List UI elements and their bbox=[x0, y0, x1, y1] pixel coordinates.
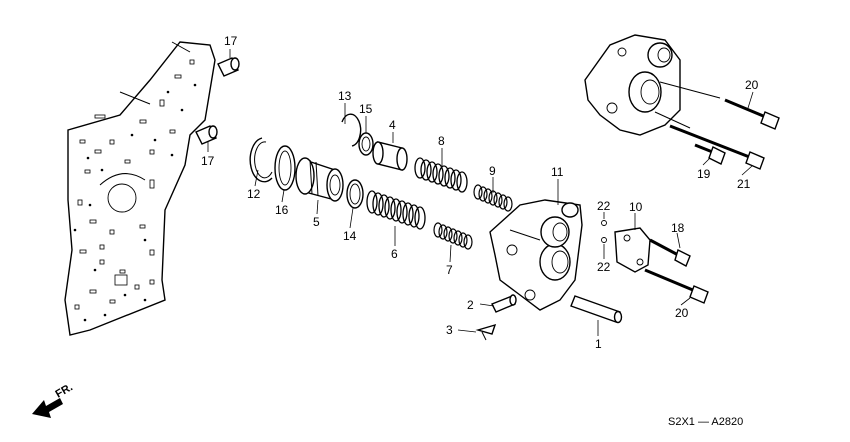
accumulator-spring-6 bbox=[366, 190, 426, 230]
callout-3: 3 bbox=[446, 323, 453, 337]
diagram-code: S2X1 — A2820 bbox=[668, 416, 743, 428]
callout-19: 19 bbox=[697, 167, 711, 181]
callout-1: 1 bbox=[595, 337, 602, 351]
circlip bbox=[341, 113, 362, 147]
dowel-pin-long bbox=[570, 295, 623, 324]
callout-21: 21 bbox=[737, 177, 751, 191]
clip bbox=[475, 323, 497, 341]
callout-6: 6 bbox=[391, 247, 398, 261]
bolt-18 bbox=[649, 238, 691, 267]
callout-18: 18 bbox=[671, 221, 685, 235]
callout-21: 20 bbox=[745, 78, 759, 92]
callout-20: 20 bbox=[675, 306, 689, 320]
callout-7: 7 bbox=[446, 263, 453, 277]
leader-lines bbox=[207, 49, 754, 336]
dowel-pin-upper bbox=[217, 57, 240, 77]
separator-plate bbox=[64, 41, 216, 336]
washer-lower bbox=[601, 237, 607, 243]
accumulator-body-center bbox=[489, 199, 583, 311]
accumulator-cover bbox=[614, 227, 651, 273]
accumulator-spring-9 bbox=[473, 184, 513, 212]
callout-14: 14 bbox=[343, 229, 357, 243]
callout-labels: 17 17 13 15 4 8 9 11 12 16 5 14 6 7 2 3 … bbox=[201, 34, 759, 351]
front-direction-label: FR. bbox=[54, 381, 75, 400]
callout-10: 10 bbox=[629, 200, 643, 214]
callout-16: 16 bbox=[275, 203, 289, 217]
callout-22: 22 bbox=[597, 260, 611, 274]
callout-12: 12 bbox=[247, 187, 261, 201]
bolt-19 bbox=[694, 143, 726, 165]
callout-15: 15 bbox=[359, 102, 373, 116]
callout-5: 5 bbox=[313, 215, 320, 229]
callout-2: 2 bbox=[467, 298, 474, 312]
o-ring-15 bbox=[358, 132, 374, 156]
dowel-pin-lower bbox=[195, 125, 218, 145]
accumulator-spring-7 bbox=[433, 222, 473, 250]
accumulator-piston bbox=[295, 157, 344, 202]
callout-13: 13 bbox=[338, 89, 352, 103]
bolt-20 bbox=[644, 268, 709, 304]
bolt-21-upper bbox=[724, 98, 780, 130]
callout-22: 22 bbox=[597, 199, 611, 213]
snap-ring bbox=[249, 137, 273, 183]
accumulator-body-upper bbox=[584, 34, 721, 136]
bolt-21-lower bbox=[669, 124, 765, 170]
callout-9: 9 bbox=[489, 164, 496, 178]
accumulator-sleeve bbox=[372, 141, 408, 171]
washer-upper bbox=[601, 220, 607, 226]
callout-17: 17 bbox=[201, 154, 215, 168]
callout-11: 11 bbox=[551, 165, 564, 179]
accumulator-spring-8 bbox=[414, 157, 468, 193]
o-ring-14 bbox=[346, 179, 364, 209]
check-valve bbox=[491, 294, 517, 313]
callout-4: 4 bbox=[389, 118, 396, 132]
callout-8: 8 bbox=[438, 134, 445, 148]
callout-17: 17 bbox=[224, 34, 238, 48]
front-direction-indicator: FR. bbox=[32, 381, 75, 418]
seal-ring bbox=[274, 145, 296, 191]
